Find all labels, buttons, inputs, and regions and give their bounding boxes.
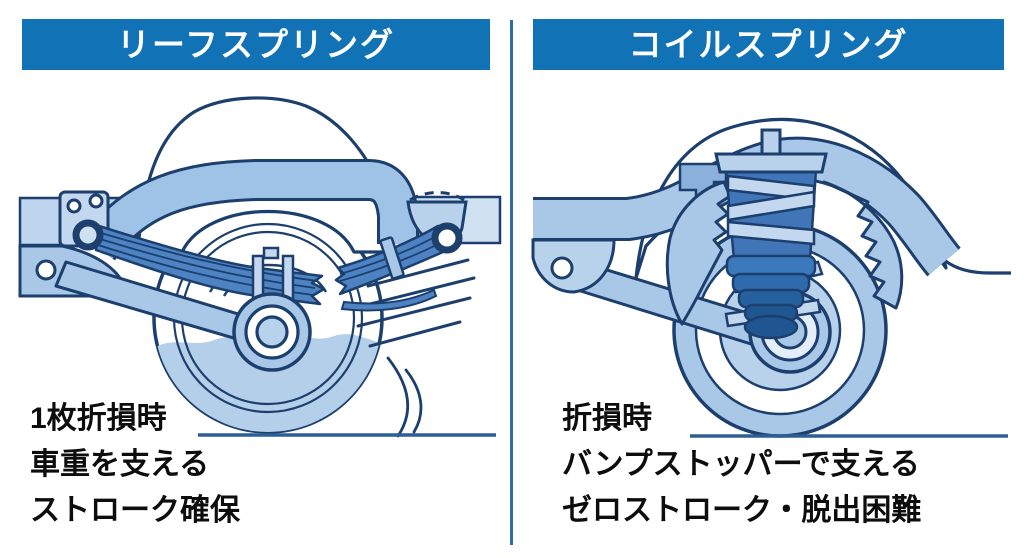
pivot-bracket [531, 238, 616, 294]
rebound-clip [379, 236, 405, 280]
leaf-spring-header: リーフスプリング [22, 19, 490, 70]
caption-line: 車重を支える [30, 448, 210, 481]
bump-stopper [725, 254, 817, 340]
leaf-spring-caption: 1枚折損時 車重を支える ストローク確保 [30, 396, 240, 534]
leaf-spring-illustration [18, 96, 502, 438]
coil-spring-caption: 折損時 バンプストッパーで支える ゼロストローク・脱出困難 [562, 396, 921, 534]
rear-spring-eye [431, 222, 463, 254]
front-spring-eye [72, 219, 104, 251]
axle-hub [232, 292, 312, 372]
motion-lines [356, 258, 476, 438]
coil-spring-header: コイルスプリング [533, 19, 1004, 70]
panel-divider [510, 20, 513, 545]
caption-line: ストローク確保 [30, 494, 240, 527]
leaf-spring-title: リーフスプリング [116, 26, 396, 63]
coil-spring-title: コイルスプリング [628, 26, 909, 63]
mount-stub [760, 128, 782, 156]
body-side-band [81, 159, 419, 261]
caption-line: 折損時 [562, 402, 652, 435]
caption-line: バンプストッパーで支える [562, 448, 920, 481]
caption-line: 1枚折損時 [30, 402, 167, 435]
spring-mount-plate [714, 152, 828, 174]
coil-spring-illustration [531, 117, 1011, 438]
caption-line: ゼロストローク・脱出困難 [562, 494, 922, 527]
broken-leaf [340, 288, 438, 312]
broken-spring-seat [665, 180, 904, 326]
coil-spring [714, 128, 828, 262]
